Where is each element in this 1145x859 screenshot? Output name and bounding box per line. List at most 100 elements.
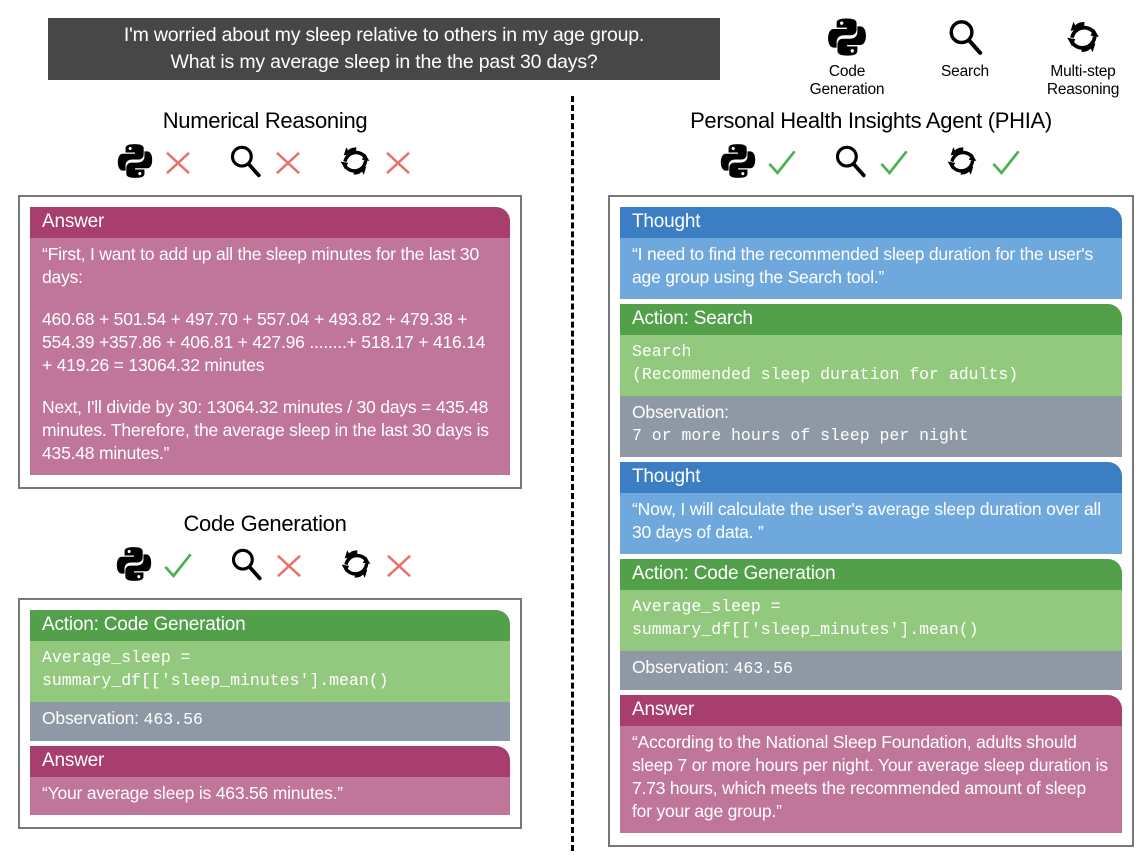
code-line-2: summary_df[['sleep_minutes'].mean() xyxy=(632,620,979,639)
tool-status-python xyxy=(115,141,195,186)
tool-status-python xyxy=(114,544,196,589)
action-block: Action: Code Generation Average_sleep = … xyxy=(30,610,510,702)
answer-body: “According to the National Sleep Foundat… xyxy=(620,726,1122,833)
observation-label: Observation: xyxy=(42,708,144,728)
check-icon xyxy=(988,145,1024,181)
question-banner: I'm worried about my sleep relative to o… xyxy=(48,18,720,80)
action-header: Action: Code Generation xyxy=(30,610,510,641)
answer-paragraph-1: “First, I want to add up all the sleep m… xyxy=(42,244,479,287)
code-line-1: Average_sleep = xyxy=(632,597,781,616)
answer-paragraph-3: Next, I'll divide by 30: 13064.32 minute… xyxy=(42,397,489,463)
code-line-2: summary_df[['sleep_minutes'].mean() xyxy=(42,671,389,690)
answer-header: Answer xyxy=(30,207,510,238)
answer-header: Answer xyxy=(620,695,1122,726)
code-generation-card: Action: Code Generation Average_sleep = … xyxy=(18,598,522,829)
thought-header: Thought xyxy=(620,462,1122,493)
question-line-1: I'm worried about my sleep relative to o… xyxy=(123,24,645,46)
answer-paragraph-2: 460.68 + 501.54 + 497.70 + 557.04 + 493.… xyxy=(42,309,486,375)
python-icon xyxy=(825,14,869,60)
python-icon xyxy=(114,544,154,589)
tool-status-search xyxy=(830,141,912,186)
observation-block: Observation: 463.56 xyxy=(30,702,510,741)
observation-block-2: Observation: 463.56 xyxy=(620,651,1122,690)
observation-block-1: Observation: 7 or more hours of sleep pe… xyxy=(620,396,1122,457)
legend-label-code-generation: Code Generation xyxy=(810,63,885,99)
legend-label-line1: Search xyxy=(941,63,989,80)
check-icon xyxy=(764,145,800,181)
answer-header: Answer xyxy=(30,746,510,777)
tool-status-python xyxy=(718,141,800,186)
action-observation-group: Action: Code Generation Average_sleep = … xyxy=(30,610,510,741)
tool-legend: Code Generation Search xyxy=(795,14,1140,99)
tool-status-row-phia xyxy=(608,136,1134,190)
legend-label-line2: Reasoning xyxy=(1046,81,1120,98)
action-observation-group-2: Action: Code Generation Average_sleep = … xyxy=(620,559,1122,690)
check-icon xyxy=(876,145,912,181)
action-header: Action: Search xyxy=(620,304,1122,335)
tool-status-search xyxy=(226,544,306,589)
search-icon xyxy=(226,544,266,589)
center-divider xyxy=(571,96,574,851)
tool-status-multi-step-reasoning xyxy=(335,141,415,186)
legend-label-line1: Multi-step xyxy=(1050,63,1116,80)
cross-icon xyxy=(381,146,415,180)
multistep-reasoning-icon xyxy=(942,141,982,186)
multistep-reasoning-icon xyxy=(335,141,375,186)
section-title-phia: Personal Health Insights Agent (PHIA) xyxy=(690,108,1052,133)
observation-label: Observation: xyxy=(632,657,734,677)
right-column: Personal Health Insights Agent (PHIA) xyxy=(600,108,1145,847)
thought-header: Thought xyxy=(620,207,1122,238)
tool-status-search xyxy=(225,141,305,186)
action-observation-group-1: Action: Search Search (Recommended sleep… xyxy=(620,304,1122,457)
legend-label-multi-step-reasoning: Multi-step Reasoning xyxy=(1046,63,1120,99)
observation-body: Observation: 463.56 xyxy=(620,651,1122,690)
answer-body: “First, I want to add up all the sleep m… xyxy=(30,238,510,475)
code-line-2: (Recommended sleep duration for adults) xyxy=(632,365,1019,384)
observation-value: 7 or more hours of sleep per night xyxy=(632,426,969,445)
section-title-numerical-reasoning: Numerical Reasoning xyxy=(162,108,368,133)
phia-card: Thought “I need to find the recommended … xyxy=(608,195,1134,847)
action-code: Average_sleep = summary_df[['sleep_minut… xyxy=(30,641,510,702)
thought-body: “I need to find the recommended sleep du… xyxy=(620,238,1122,299)
search-icon xyxy=(225,141,265,186)
tool-status-row-numerical-reasoning xyxy=(0,136,530,190)
tool-status-multi-step-reasoning xyxy=(336,544,416,589)
question-line-2: What is my average sleep in the the past… xyxy=(170,51,598,73)
legend-item-multi-step-reasoning: Multi-step Reasoning xyxy=(1031,14,1135,99)
cross-icon xyxy=(272,549,306,583)
multistep-reasoning-icon xyxy=(1061,14,1105,60)
tool-status-multi-step-reasoning xyxy=(942,141,1024,186)
code-line-1: Search xyxy=(632,342,692,361)
check-icon xyxy=(160,548,196,584)
legend-label-line2: Generation xyxy=(809,81,885,98)
cross-icon xyxy=(161,146,195,180)
observation-value: 463.56 xyxy=(143,710,203,729)
numerical-reasoning-card: Answer “First, I want to add up all the … xyxy=(18,195,522,489)
action-block-code-generation: Action: Code Generation Average_sleep = … xyxy=(620,559,1122,651)
legend-item-code-generation: Code Generation xyxy=(795,14,899,99)
multistep-reasoning-icon xyxy=(336,544,376,589)
legend-item-search: Search xyxy=(913,14,1017,81)
cross-icon xyxy=(271,146,305,180)
thought-block-1: Thought “I need to find the recommended … xyxy=(620,207,1122,299)
answer-block: Answer “Your average sleep is 463.56 min… xyxy=(30,746,510,815)
action-code: Average_sleep = summary_df[['sleep_minut… xyxy=(620,590,1122,651)
legend-label-search: Search xyxy=(941,63,989,81)
observation-body: Observation: 463.56 xyxy=(30,702,510,741)
thought-block-2: Thought “Now, I will calculate the user'… xyxy=(620,462,1122,554)
answer-block: Answer “According to the National Sleep … xyxy=(620,695,1122,833)
observation-body: Observation: 7 or more hours of sleep pe… xyxy=(620,396,1122,457)
observation-value: 463.56 xyxy=(733,659,793,678)
thought-body: “Now, I will calculate the user's averag… xyxy=(620,493,1122,554)
python-icon xyxy=(115,141,155,186)
legend-label-line1: Code xyxy=(828,63,866,80)
python-icon xyxy=(718,141,758,186)
action-block-search: Action: Search Search (Recommended sleep… xyxy=(620,304,1122,396)
answer-block: Answer “First, I want to add up all the … xyxy=(30,207,510,475)
search-icon xyxy=(943,14,987,60)
left-column: Numerical Reasoning xyxy=(0,108,560,829)
cross-icon xyxy=(382,549,416,583)
tool-status-row-code-generation xyxy=(0,539,530,593)
answer-body: “Your average sleep is 463.56 minutes.” xyxy=(30,777,510,815)
action-code: Search (Recommended sleep duration for a… xyxy=(620,335,1122,396)
